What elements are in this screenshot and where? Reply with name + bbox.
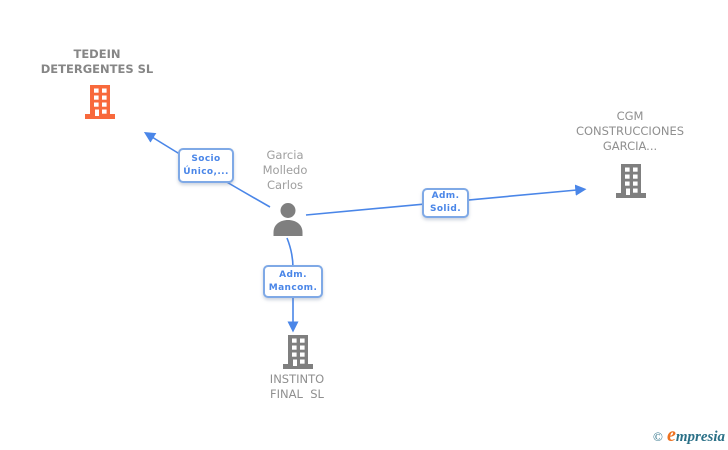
person-name-line: Garcia bbox=[266, 148, 304, 162]
node-tedein-label[interactable]: TEDEIN DETERGENTES SL bbox=[17, 47, 177, 77]
logo-letter-e: e bbox=[666, 424, 676, 446]
edge-label-line: Único,... bbox=[183, 166, 229, 177]
edge-label-adm-solid[interactable]: Adm. Solid. bbox=[422, 188, 469, 218]
node-tedein[interactable] bbox=[83, 84, 117, 120]
edge-label-line: Solid. bbox=[429, 204, 462, 214]
edge-label-line: Mancom. bbox=[268, 282, 318, 293]
company-name-line: DETERGENTES SL bbox=[40, 62, 154, 76]
node-persona[interactable] bbox=[270, 201, 306, 237]
logo-brand-rest: mpresia bbox=[675, 429, 725, 445]
edge-label-socio-unico[interactable]: Socio Único,... bbox=[178, 148, 234, 183]
node-instinto-label[interactable]: INSTINTO FINAL SL bbox=[237, 372, 357, 402]
edge-label-line: Socio bbox=[191, 153, 221, 164]
company-name-line: CONSTRUCCIONES bbox=[575, 124, 685, 138]
empresia-logo: empresia bbox=[667, 425, 725, 446]
node-persona-label[interactable]: Garcia Molledo Carlos bbox=[225, 148, 345, 193]
node-cgm-label[interactable]: CGM CONSTRUCCIONES GARCIA... bbox=[550, 109, 710, 154]
node-cgm[interactable] bbox=[614, 163, 648, 199]
company-name-line: TEDEIN bbox=[73, 47, 121, 61]
person-icon bbox=[270, 201, 306, 237]
company-name-line: INSTINTO bbox=[269, 372, 325, 386]
person-name-line: Carlos bbox=[266, 178, 304, 192]
company-name-line: FINAL SL bbox=[270, 387, 324, 401]
copyright-symbol: © bbox=[653, 429, 663, 444]
edge-label-line: Adm. bbox=[431, 191, 460, 201]
empresia-watermark: © empresia bbox=[653, 425, 725, 446]
edge-label-adm-mancom[interactable]: Adm. Mancom. bbox=[263, 265, 323, 298]
person-name-line: Molledo bbox=[262, 163, 308, 177]
company-name-line: CGM bbox=[616, 109, 644, 123]
building-icon bbox=[281, 334, 315, 370]
building-icon bbox=[83, 84, 117, 120]
node-instinto[interactable] bbox=[281, 334, 315, 370]
company-name-line: GARCIA... bbox=[602, 139, 658, 153]
edge-label-line: Adm. bbox=[279, 269, 307, 280]
building-icon bbox=[614, 163, 648, 199]
